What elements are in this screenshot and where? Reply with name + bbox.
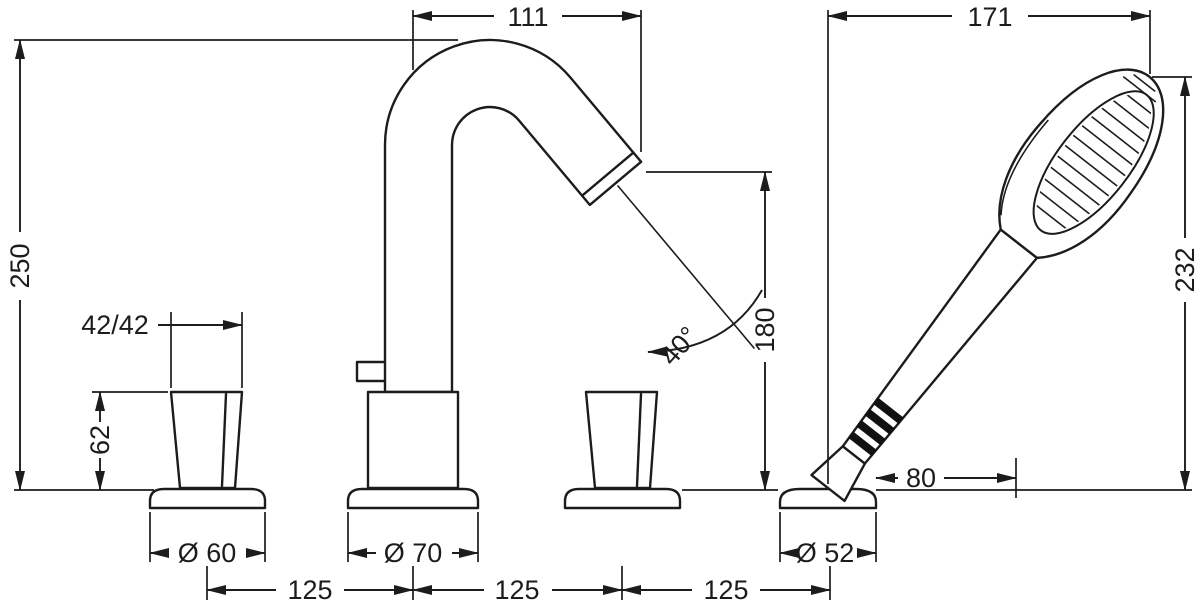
dimension-shower-offset: 80 bbox=[875, 458, 1017, 498]
dimension-shower-height: 232 bbox=[1152, 76, 1200, 491]
dimension-overall-height: 250 bbox=[5, 39, 458, 491]
dimension-handle-base-diameter: Ø 60 bbox=[149, 512, 266, 568]
handshower-grip-band bbox=[864, 408, 895, 435]
dimension-spray-angle: 40° bbox=[617, 185, 763, 371]
right-handle-escutcheon bbox=[563, 487, 682, 510]
dimension-outlet-height: 180 bbox=[646, 171, 780, 491]
dim-label-232: 232 bbox=[1170, 247, 1200, 292]
handshower-spray-face-hatching bbox=[1019, 79, 1171, 243]
dim-label-dia60: Ø 60 bbox=[178, 538, 237, 568]
left-handle bbox=[148, 390, 267, 510]
dimension-shower-reach: 171 bbox=[827, 2, 1151, 484]
handshower-grip-band bbox=[873, 397, 904, 424]
left-handle-escutcheon bbox=[148, 487, 267, 510]
handshower bbox=[778, 68, 1171, 510]
dimension-handle-height: 62 bbox=[85, 391, 168, 491]
dim-label-125-left: 125 bbox=[287, 575, 332, 605]
spout bbox=[346, 38, 643, 510]
dim-label-180: 180 bbox=[750, 307, 780, 352]
dimension-handle-top: 42/42 bbox=[81, 310, 243, 388]
handshower-head-rim-line bbox=[1000, 119, 1049, 216]
spout-aerator-line bbox=[580, 151, 635, 197]
dim-label-62: 62 bbox=[85, 425, 115, 455]
right-handle bbox=[563, 390, 682, 510]
dimension-spout-reach: 111 bbox=[412, 2, 642, 152]
handshower-escutcheon bbox=[778, 487, 878, 510]
dim-label-250: 250 bbox=[5, 243, 35, 288]
left-handle-body bbox=[169, 390, 244, 490]
dim-label-40deg: 40° bbox=[654, 321, 704, 371]
dim-label-125-right: 125 bbox=[703, 575, 748, 605]
spray-direction-line bbox=[617, 185, 755, 349]
handshower-cap-lines bbox=[1122, 74, 1157, 103]
spout-body-column bbox=[366, 390, 460, 490]
dim-label-42-42: 42/42 bbox=[81, 310, 149, 340]
dim-label-dia52: Ø 52 bbox=[796, 538, 855, 568]
dimension-shower-base-diameter: Ø 52 bbox=[779, 512, 877, 568]
dim-label-dia70: Ø 70 bbox=[384, 538, 443, 568]
handshower-grip-band bbox=[848, 431, 877, 457]
handshower-head bbox=[998, 68, 1165, 260]
left-handle-facet-line bbox=[220, 392, 228, 488]
dimension-hole-spacing: 125 125 125 bbox=[206, 566, 831, 605]
handshower-grip-band bbox=[856, 420, 886, 446]
dimension-spout-base-diameter: Ø 70 bbox=[347, 512, 479, 568]
spout-escutcheon bbox=[346, 487, 480, 510]
right-handle-body bbox=[584, 390, 659, 490]
dim-label-111: 111 bbox=[507, 2, 548, 32]
right-handle-facet-line bbox=[635, 392, 643, 488]
spout-diverter-knob bbox=[355, 360, 388, 383]
spout-pipe bbox=[383, 38, 643, 394]
dim-label-125-center: 125 bbox=[494, 575, 539, 605]
dim-label-80: 80 bbox=[906, 463, 936, 493]
dim-label-171: 171 bbox=[967, 2, 1012, 32]
